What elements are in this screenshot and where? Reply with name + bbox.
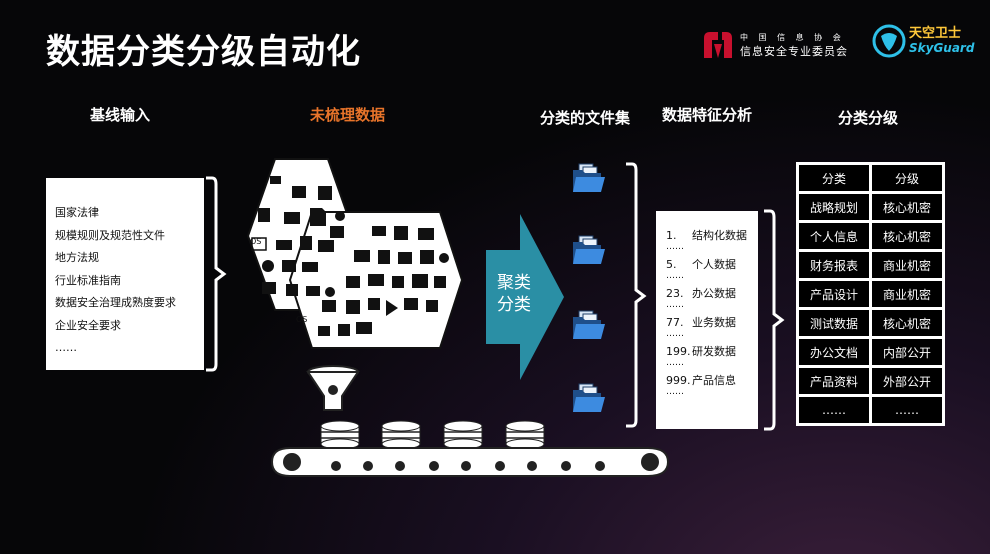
os-icon-label: OS (296, 315, 307, 324)
baseline-item: 数据安全治理成熟度要求 (55, 296, 176, 309)
feature-num: 1. (666, 229, 677, 242)
skyguard-logo: 天空卫士 SkyGuard (872, 24, 974, 58)
table-header: 分类 (796, 162, 872, 194)
table-row: 产品资料外部公开 (796, 365, 945, 397)
table-row: 战略规划核心机密 (796, 191, 945, 223)
table-row: 个人信息核心机密 (796, 220, 945, 252)
baseline-input-box: 国家法律 规模规则及规范性文件 地方法规 行业标准指南 数据安全治理成熟度要求 … (46, 178, 204, 370)
table-cell: 办公文档 (796, 336, 872, 368)
header-file-sets: 分类的文件集 (540, 109, 631, 127)
org-line2: 信息安全专业委员会 (740, 45, 848, 58)
table-cell: …… (869, 394, 945, 426)
folder-icon (572, 310, 606, 340)
baseline-item: 国家法律 (55, 206, 99, 219)
table-cell: 外部公开 (869, 365, 945, 397)
baseline-item: 企业安全要求 (55, 318, 121, 332)
feature-item: 77. 业务数据 …… (666, 316, 758, 345)
table-row: 测试数据核心机密 (796, 307, 945, 339)
feature-item: 5. 个人数据 …… (666, 258, 758, 287)
table-cell: 商业机密 (869, 249, 945, 281)
feature-ellipsis: …… (666, 387, 684, 397)
cluster-label-line2: 分类 (497, 295, 531, 315)
feature-name: 办公数据 (692, 287, 736, 300)
table-row: 产品设计商业机密 (796, 278, 945, 310)
table-cell: 战略规划 (796, 191, 872, 223)
feature-name: 业务数据 (692, 316, 736, 329)
table-cell: 内部公开 (869, 336, 945, 368)
feature-num: 999. (666, 374, 691, 387)
folder-icon (572, 163, 606, 193)
table-cell: 产品资料 (796, 365, 872, 397)
feature-num: 199. (666, 345, 691, 358)
table-header: 分级 (869, 162, 945, 194)
baseline-item: 地方法规 (55, 251, 99, 264)
file-icons-cluster (251, 176, 449, 336)
table-cell: 核心机密 (869, 307, 945, 339)
feature-num: 5. (666, 258, 677, 271)
cluster-arrow (486, 214, 564, 380)
os-icon-label: OS (250, 237, 261, 246)
table-row: ………… (796, 394, 945, 426)
feature-name: 产品信息 (692, 374, 736, 387)
feature-name: 个人数据 (692, 258, 736, 271)
table-row: 办公文档内部公开 (796, 336, 945, 368)
header-baseline: 基线输入 (90, 106, 151, 124)
org-logo: 中 国 信 息 协 会 信息安全专业委员会 (700, 28, 848, 62)
feature-item: 23. 办公数据 …… (666, 287, 758, 316)
baseline-item: 规模规则及规范性文件 (55, 228, 165, 242)
feature-item: 999.产品信息 …… (666, 374, 758, 403)
table-cell: 财务报表 (796, 249, 872, 281)
table-cell: …… (796, 394, 872, 426)
database-icon (381, 420, 421, 450)
feature-ellipsis: …… (666, 271, 684, 281)
header-grading: 分类分级 (838, 109, 899, 127)
database-icon (505, 420, 545, 450)
baseline-item: 行业标准指南 (55, 273, 121, 287)
org-line1: 中 国 信 息 协 会 (740, 33, 845, 42)
table-header-row: 分类 分级 (796, 162, 945, 194)
baseline-item: …… (55, 341, 77, 354)
folders-bracket (626, 162, 647, 428)
feature-ellipsis: …… (666, 300, 684, 310)
feature-item: 199.研发数据 …… (666, 345, 758, 374)
table-row: 财务报表商业机密 (796, 249, 945, 281)
funnel-icon (306, 365, 360, 411)
folder-icon (572, 383, 606, 413)
table-cell: 个人信息 (796, 220, 872, 252)
brand-cn: 天空卫士 (909, 26, 962, 41)
skyguard-shield-icon (872, 24, 906, 58)
header-feature: 数据特征分析 (662, 106, 753, 124)
table-cell: 核心机密 (869, 220, 945, 252)
cluster-label: 聚类 分类 (490, 272, 538, 316)
feature-num: 23. (666, 287, 684, 300)
feature-num: 77. (666, 316, 684, 329)
page-title: 数据分类分级自动化 (46, 32, 361, 72)
folder-icon (572, 235, 606, 265)
feature-analysis-box: 1. 结构化数据 …… 5. 个人数据 …… 23. 办公数据 …… 77. 业务数据 …… 1… (656, 211, 758, 429)
feature-name: 结构化数据 (692, 229, 747, 242)
grading-table: 分类 分级 战略规划核心机密 个人信息核心机密 财务报表商业机密 产品设计商业机… (796, 162, 945, 426)
feature-ellipsis: …… (666, 358, 684, 368)
feature-item: 1. 结构化数据 …… (666, 229, 758, 258)
feature-bracket (764, 209, 785, 431)
table-cell: 产品设计 (796, 278, 872, 310)
cluster-label-line1: 聚类 (497, 273, 531, 293)
feature-name: 研发数据 (692, 345, 736, 358)
database-icon (443, 420, 483, 450)
table-cell: 核心机密 (869, 191, 945, 223)
header-unsorted: 未梳理数据 (310, 106, 386, 124)
table-cell: 商业机密 (869, 278, 945, 310)
database-icon (320, 420, 360, 450)
feature-ellipsis: …… (666, 329, 684, 339)
conveyor-belt (270, 447, 670, 477)
table-cell: 测试数据 (796, 307, 872, 339)
org-seal-icon (704, 32, 732, 58)
baseline-bracket (206, 176, 227, 372)
brand-en: SkyGuard (909, 41, 975, 55)
feature-ellipsis: …… (666, 242, 684, 252)
